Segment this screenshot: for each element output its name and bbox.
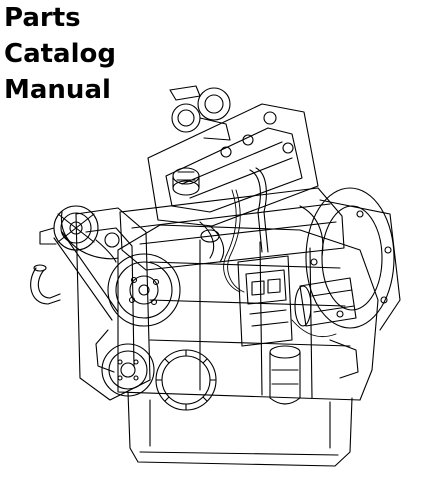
turbocharger [170, 86, 230, 140]
ring-gear [156, 350, 216, 410]
mount-bracket [96, 330, 358, 378]
oil-filler-cap [173, 168, 199, 195]
cover-title: Parts Catalog Manual [4, 0, 116, 108]
starter-motor [295, 278, 356, 326]
injection-pump [238, 256, 292, 346]
title-line-parts: Parts [4, 3, 81, 33]
engine-block [118, 225, 378, 400]
oil-pan [128, 392, 352, 466]
fuel-filter [270, 346, 300, 404]
wiring-harness [224, 190, 336, 337]
title-line-manual: Manual [4, 75, 111, 105]
title-line-catalog: Catalog [4, 39, 116, 69]
flywheel-housing [306, 188, 400, 330]
dipstick-hose [31, 265, 60, 304]
alternator [40, 206, 98, 250]
drive-belt [54, 212, 119, 320]
timing-cover [76, 208, 150, 400]
crank-pulley [108, 254, 180, 326]
pipework [200, 168, 323, 262]
valve-cover [148, 104, 318, 226]
